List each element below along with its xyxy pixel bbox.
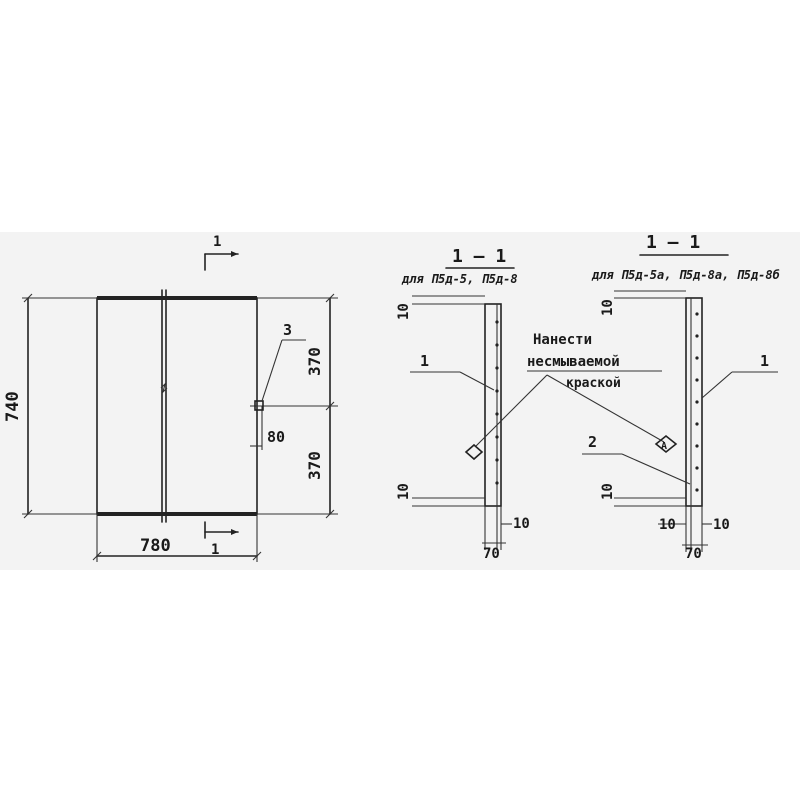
dim-offset: 80 [250, 406, 285, 450]
section-left-dim-width: 70 [483, 546, 500, 562]
section-mark-top-label: 1 [213, 234, 221, 250]
section-right-dim-bottom: 10 [600, 483, 616, 500]
section-right-dim-base-right: 10 [713, 517, 730, 533]
section-right: 1 — 1 для П5д-5а, П5д-8а, П5д-8б 10 10 [582, 232, 780, 562]
section-left-profile [484, 303, 502, 507]
dim-width-label: 780 [140, 536, 171, 556]
dim-width: 780 [92, 514, 262, 562]
section-right-callout-1: 1 [760, 352, 769, 370]
break-mark [160, 382, 168, 394]
section-mark-bottom-label: 1 [211, 542, 219, 558]
dim-halves: 370 370 [250, 293, 338, 519]
section-right-dim-top: 10 [600, 299, 616, 316]
section-left-subtitle: для П5д-5, П5д-8 [401, 272, 518, 286]
callout-3-label: 3 [283, 321, 292, 339]
paint-note: Нанести несмываемой краской [475, 332, 665, 447]
dim-height-label: 740 [3, 391, 23, 422]
section-right-title: 1 — 1 [646, 232, 700, 253]
dim-lower-half-label: 370 [305, 451, 324, 480]
dim-offset-label: 80 [267, 428, 285, 446]
section-right-studs [695, 312, 699, 492]
plan-view: 1 1 740 780 [3, 234, 338, 562]
note-line3: краской [566, 376, 621, 391]
note-line2: несмываемой [527, 354, 620, 370]
section-left-title: 1 — 1 [452, 246, 506, 267]
section-right-dim-width: 70 [685, 546, 702, 562]
section-left-dim-bottom: 10 [396, 483, 412, 500]
section-right-paint-mark-letter: А [661, 441, 667, 452]
section-left-studs [495, 320, 499, 485]
section-mark-top: 1 [204, 234, 239, 271]
paper-band [0, 232, 800, 570]
note-leader-right [546, 374, 665, 443]
note-line1: Нанести [533, 332, 592, 348]
section-left-callout-1: 1 [420, 352, 429, 370]
dim-upper-half-label: 370 [305, 347, 324, 376]
section-right-subtitle: для П5д-5а, П5д-8а, П5д-8б [591, 268, 780, 282]
section-left-paint-mark [464, 443, 484, 461]
section-right-dim-base-left: 10 [659, 517, 676, 533]
section-right-profile [685, 297, 703, 507]
note-leader-left [475, 374, 548, 447]
section-mark-bottom: 1 [204, 521, 239, 558]
section-left-dim-top: 10 [396, 303, 412, 320]
section-left: 1 — 1 для П5д-5, П5д-8 10 10 10 [396, 246, 530, 562]
callout-3: 3 [254, 321, 306, 411]
section-left-dim-base-right: 10 [513, 516, 530, 532]
dim-height: 740 [3, 293, 97, 519]
section-right-paint-mark [654, 434, 678, 454]
section-right-callout-2: 2 [588, 433, 597, 451]
